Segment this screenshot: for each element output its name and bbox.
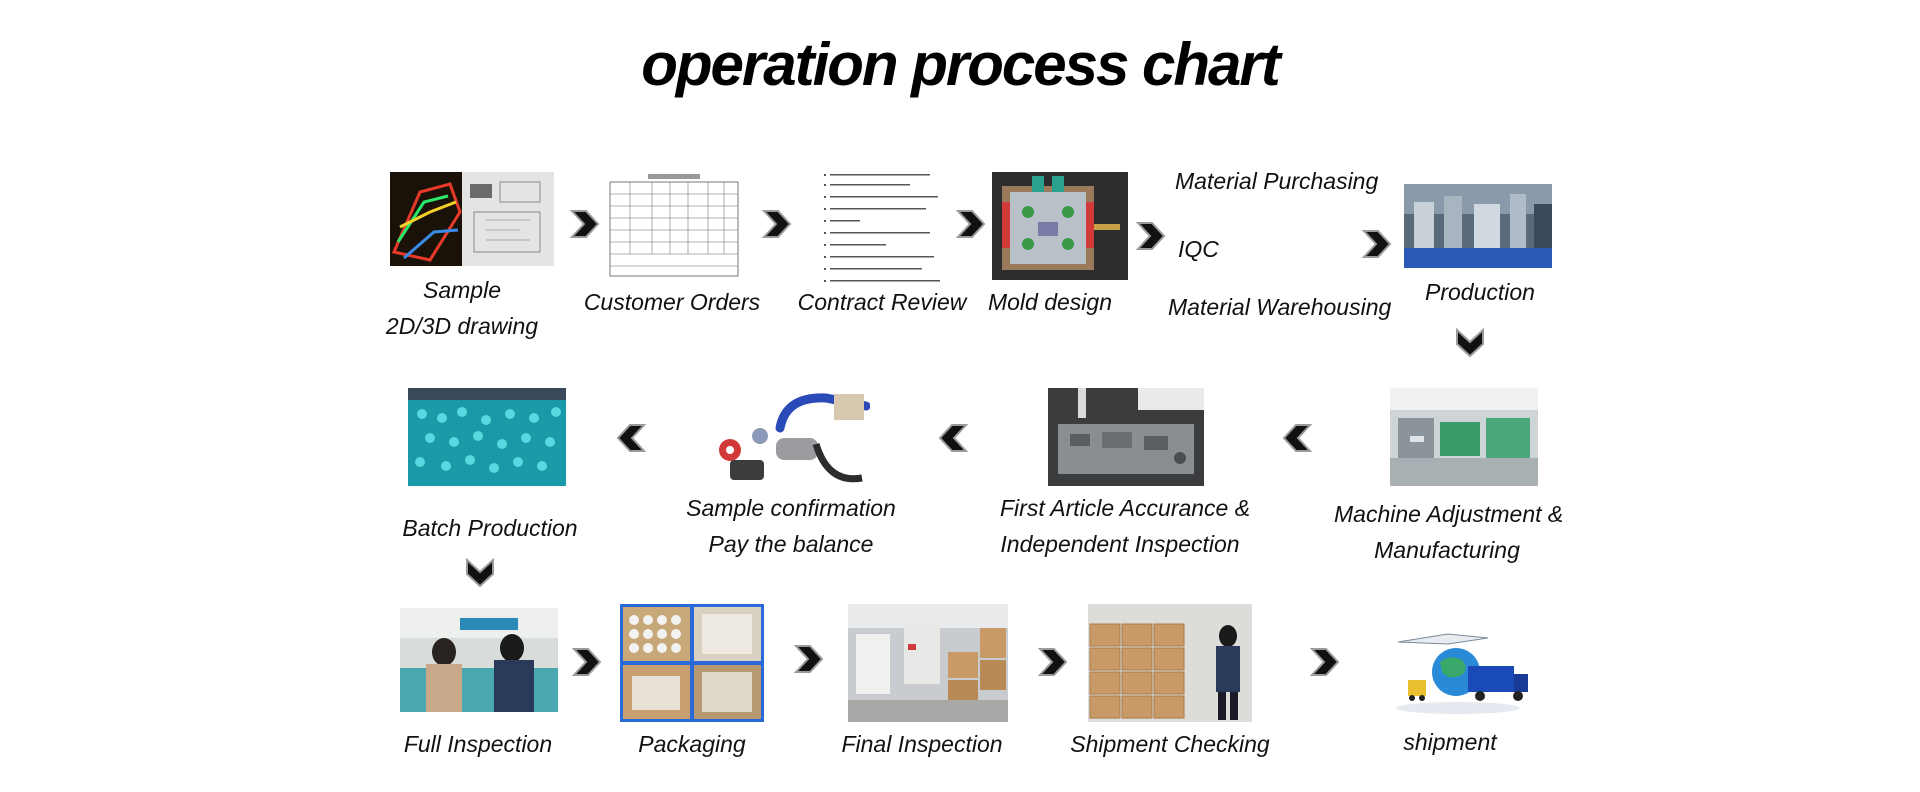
step-machine-adjustment-label: Machine Adjustment & Manufacturing [1334,496,1564,568]
arrow-right-icon [954,207,988,241]
carton-stack-thumbnail [1088,604,1252,722]
step-production-label: Production [1425,279,1535,305]
rubber-parts-thumbnail [716,388,870,486]
step-machine-adjustment-line2: Manufacturing [1374,537,1520,563]
arrow-left-icon [936,421,970,455]
contract-document-thumbnail [818,172,940,286]
iqc-label: IQC [1178,236,1219,262]
step-contract-review-label: Contract Review [797,289,967,315]
step-full-inspection-label: Full Inspection [403,731,553,757]
material-purchasing-label: Material Purchasing [1175,168,1379,194]
arrow-left-icon [1280,421,1314,455]
step-sample-confirmation-label: Sample confirmation Pay the balance [686,490,896,562]
step-sample-confirmation-line2: Pay the balance [708,531,874,557]
arrow-right-icon [1036,645,1070,679]
arrow-down-icon [1453,326,1487,360]
arrow-right-icon [760,207,794,241]
step-sample-line2: 2D/3D drawing [385,313,539,339]
cmm-inspection-thumbnail [1048,388,1204,486]
boxed-parts-thumbnail [620,604,764,722]
arrow-right-icon [1360,227,1394,261]
step-first-article-line1: First Article Accurance & [1000,495,1251,521]
arrow-right-icon [570,645,604,679]
step-shipment-checking-label: Shipment Checking [1070,731,1270,757]
cyan-pellets-thumbnail [408,388,566,486]
order-form-thumbnail [608,172,740,278]
globe-logistics-thumbnail [1388,614,1530,714]
factory-line-thumbnail [1404,184,1552,268]
step-first-article-line2: Independent Inspection [1000,531,1240,557]
injection-machines-thumbnail [1390,388,1538,486]
workers-inspecting-thumbnail [400,608,558,712]
step-final-inspection-label: Final Inspection [841,731,1003,757]
material-warehousing-label: Material Warehousing [1168,294,1392,320]
arrow-left-icon [614,421,648,455]
step-batch-production-label: Batch Production [402,515,578,541]
arrow-right-icon [1134,219,1168,253]
step-machine-adjustment-line1: Machine Adjustment & [1334,501,1564,527]
arrow-right-icon [1308,645,1342,679]
step-first-article-label: First Article Accurance & Independent In… [1000,490,1251,562]
step-sample-label: Sample 2D/3D drawing [380,272,544,344]
arrow-right-icon [792,642,826,676]
arrow-right-icon [568,207,602,241]
warehouse-cartons-thumbnail [848,604,1008,722]
page-title: operation process chart [641,31,1281,98]
step-customer-orders-label: Customer Orders [583,289,761,315]
step-shipment-label: shipment [1403,729,1497,755]
step-sample-line1: Sample [423,277,501,303]
step-mold-design-label: Mold design [987,289,1113,315]
arrow-down-icon [463,556,497,590]
step-packaging-label: Packaging [638,731,746,757]
mold-3d-model-thumbnail [992,172,1128,280]
cad-drawing-thumbnail [390,172,554,266]
step-sample-confirmation-line1: Sample confirmation [686,495,896,521]
